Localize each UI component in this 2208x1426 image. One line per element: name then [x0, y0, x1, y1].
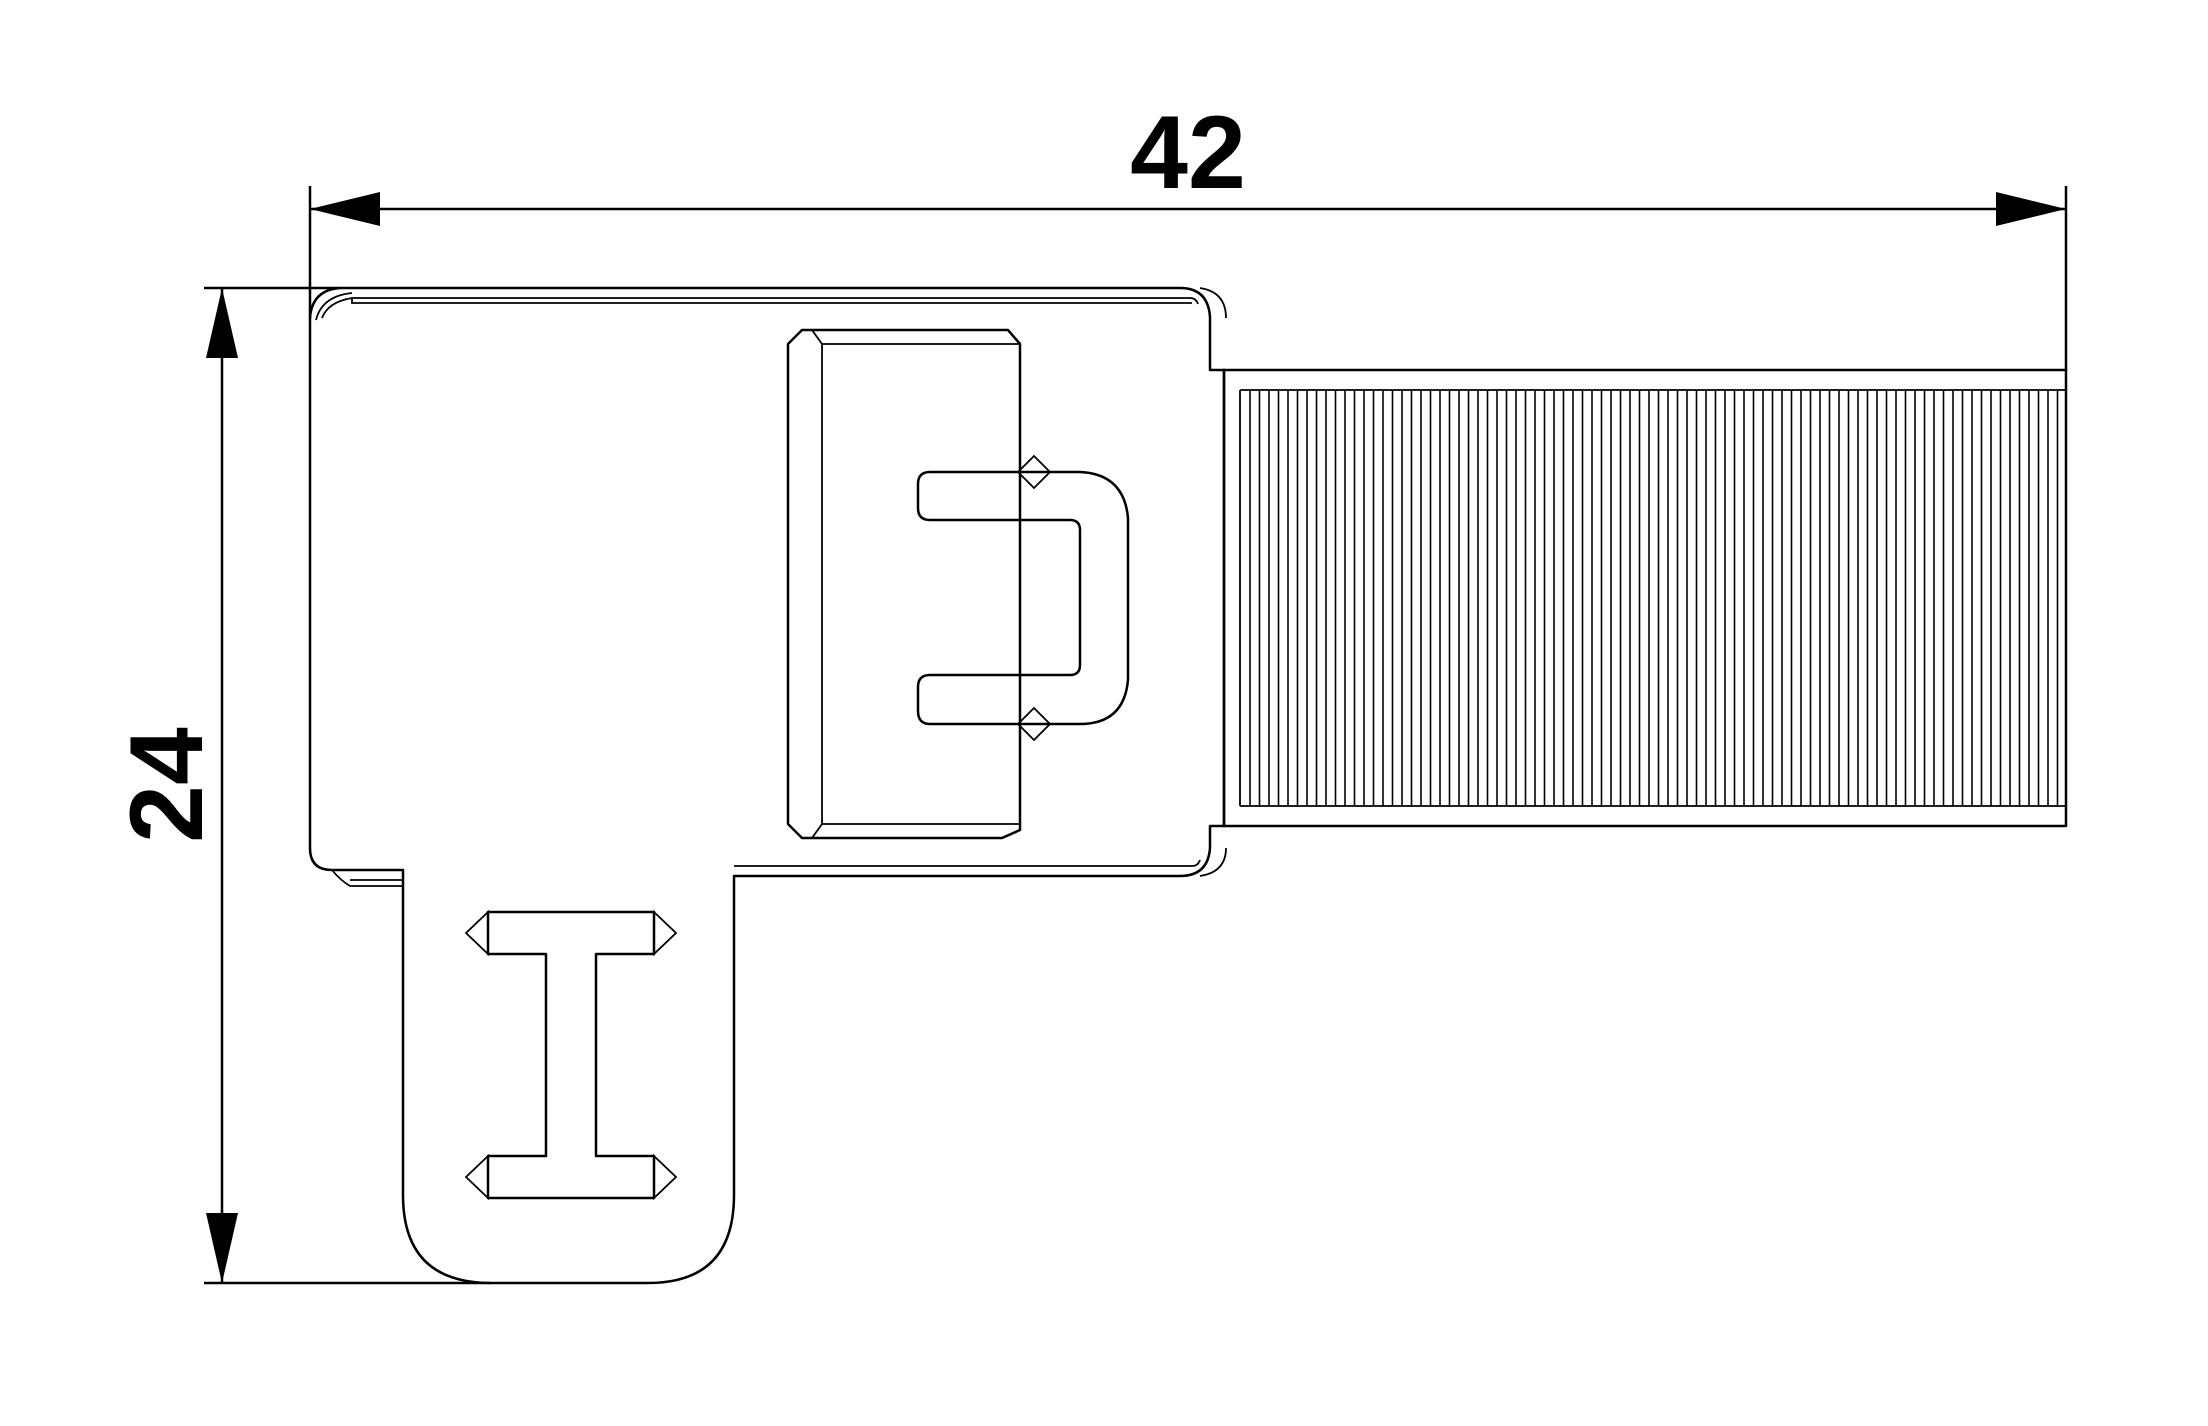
top-right-corner-inner [1199, 287, 1227, 319]
i-beam-diamond-top-right [653, 909, 678, 957]
i-beam-diamond-top-left [464, 909, 489, 957]
clip-body-outline [308, 286, 1226, 1285]
i-beam-diamond-bottom-right [653, 1153, 678, 1201]
head-box-left-inner [811, 329, 823, 345]
width-dimension: 42 [308, 95, 2068, 370]
head-box-outline [786, 328, 1022, 840]
strap-teeth [1249, 390, 2059, 806]
head-box-left-inner-bottom [811, 823, 823, 839]
height-label: 24 [109, 727, 225, 843]
top-left-corner-bevel [315, 292, 353, 321]
top-rail-inner [352, 297, 1199, 305]
width-arrow-right [1996, 192, 2066, 226]
height-arrow-bottom [206, 1213, 238, 1283]
bottom-rail-inner [734, 859, 1201, 867]
loop-diamond-top [1016, 454, 1052, 490]
strap [1222, 368, 2068, 828]
head-box [786, 328, 1022, 840]
i-beam-diamond-bottom-left [464, 1153, 489, 1201]
top-left-corner-bevel-inner [321, 297, 353, 319]
i-beam-outline [486, 910, 656, 1200]
height-arrow-top [206, 288, 238, 358]
locking-loop-outer [916, 470, 1130, 726]
locking-loop [916, 454, 1130, 742]
i-beam-mark [464, 909, 678, 1201]
height-dimension: 24 [109, 286, 490, 1285]
width-label: 42 [1130, 95, 1246, 211]
width-arrow-left [310, 192, 380, 226]
loop-diamond-bottom [1016, 706, 1052, 742]
clip-body [308, 286, 1227, 1285]
bottom-right-corner-inner [1199, 847, 1227, 877]
bottom-left-bevel [331, 869, 403, 887]
top-rail-lower [351, 298, 1192, 304]
strap-outline [1222, 368, 2068, 828]
